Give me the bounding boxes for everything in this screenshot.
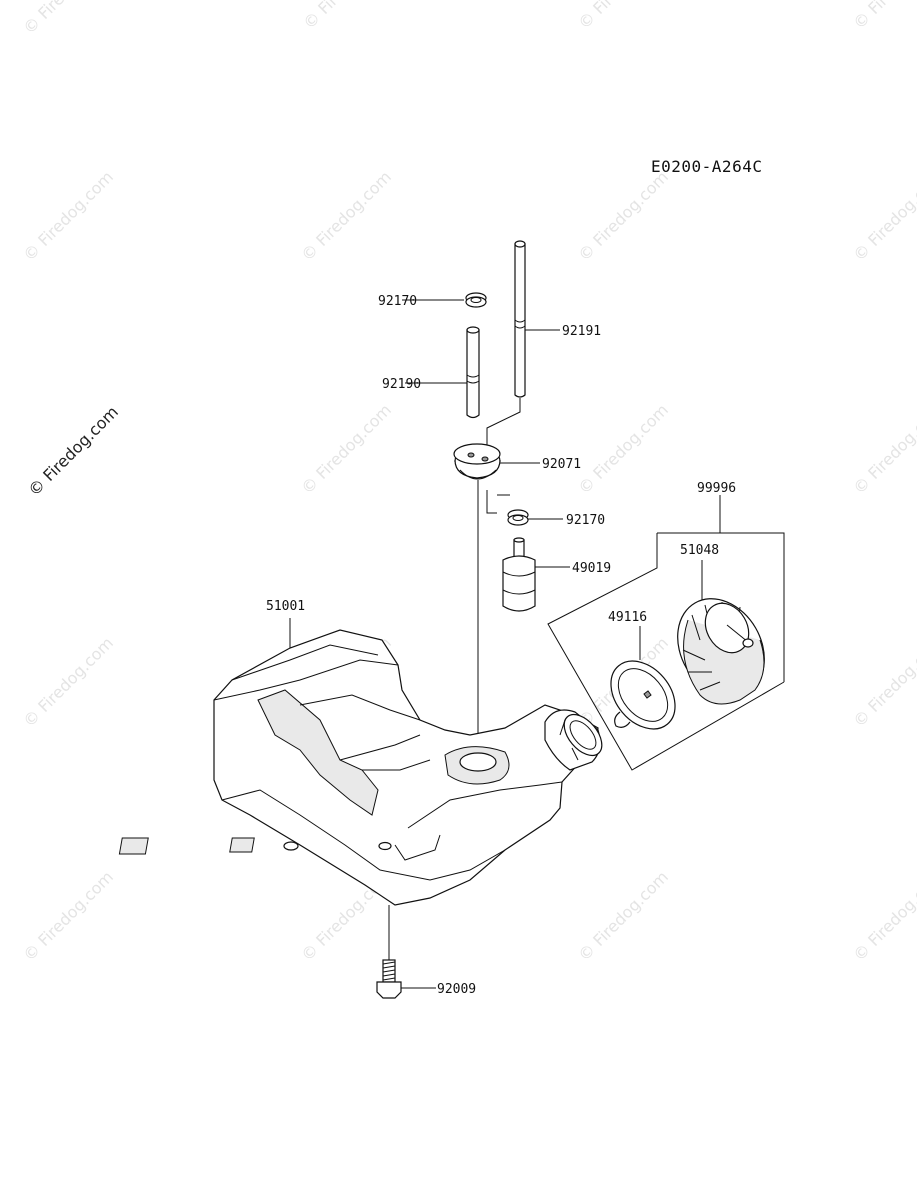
diagram-code: E0200-A264C: [651, 157, 762, 176]
part-label-92170: 92170: [378, 294, 417, 309]
part-label-49116: 49116: [608, 610, 647, 625]
watermark: © Firedog.com: [849, 867, 917, 965]
part-49019-filter[interactable]: [502, 537, 536, 612]
watermark: © Firedog.com: [574, 867, 672, 965]
watermark: © Firedog.com: [849, 167, 917, 265]
part-label-99996: 99996: [697, 481, 736, 496]
part-92170-clip-top[interactable]: [465, 292, 487, 308]
part-label-51048: 51048: [680, 543, 719, 558]
group-99996-bracket: [547, 495, 785, 771]
watermark: © Firedog.com: [19, 633, 117, 731]
watermark: © Firedog.com: [297, 167, 395, 265]
tank-filler-neck: [544, 709, 603, 771]
part-label-92170: 92170: [566, 513, 605, 528]
part-92009-bolt[interactable]: [376, 959, 402, 999]
watermark: © Firedog.com: [849, 400, 917, 498]
part-92190-tube[interactable]: [466, 326, 480, 419]
part-51001-fuel-tank[interactable]: [118, 629, 609, 906]
watermark: © Firedog.com: [299, 0, 397, 33]
part-label-49019: 49019: [572, 561, 611, 576]
watermark: © Firedog.com: [19, 0, 117, 38]
watermark: © Firedog.com: [297, 400, 395, 498]
part-label-92190: 92190: [382, 377, 421, 392]
part-label-92009: 92009: [437, 982, 476, 997]
watermark: © Firedog.com: [19, 867, 117, 965]
watermark: © Firedog.com: [849, 633, 917, 731]
part-label-92071: 92071: [542, 457, 581, 472]
part-92170-clip-lower[interactable]: [507, 509, 529, 526]
watermark-main: © Firedog.com: [24, 402, 122, 500]
part-51048-cap[interactable]: [660, 583, 781, 713]
part-92191-tube[interactable]: [514, 240, 526, 398]
part-92071-grommet[interactable]: [453, 443, 501, 480]
part-label-51001: 51001: [266, 599, 305, 614]
watermark: © Firedog.com: [19, 167, 117, 265]
watermark: © Firedog.com: [849, 0, 917, 33]
part-label-92191: 92191: [562, 324, 601, 339]
watermark: © Firedog.com: [574, 0, 672, 33]
watermark: © Firedog.com: [574, 167, 672, 265]
watermark: © Firedog.com: [574, 400, 672, 498]
part-49116-strainer[interactable]: [598, 649, 688, 742]
